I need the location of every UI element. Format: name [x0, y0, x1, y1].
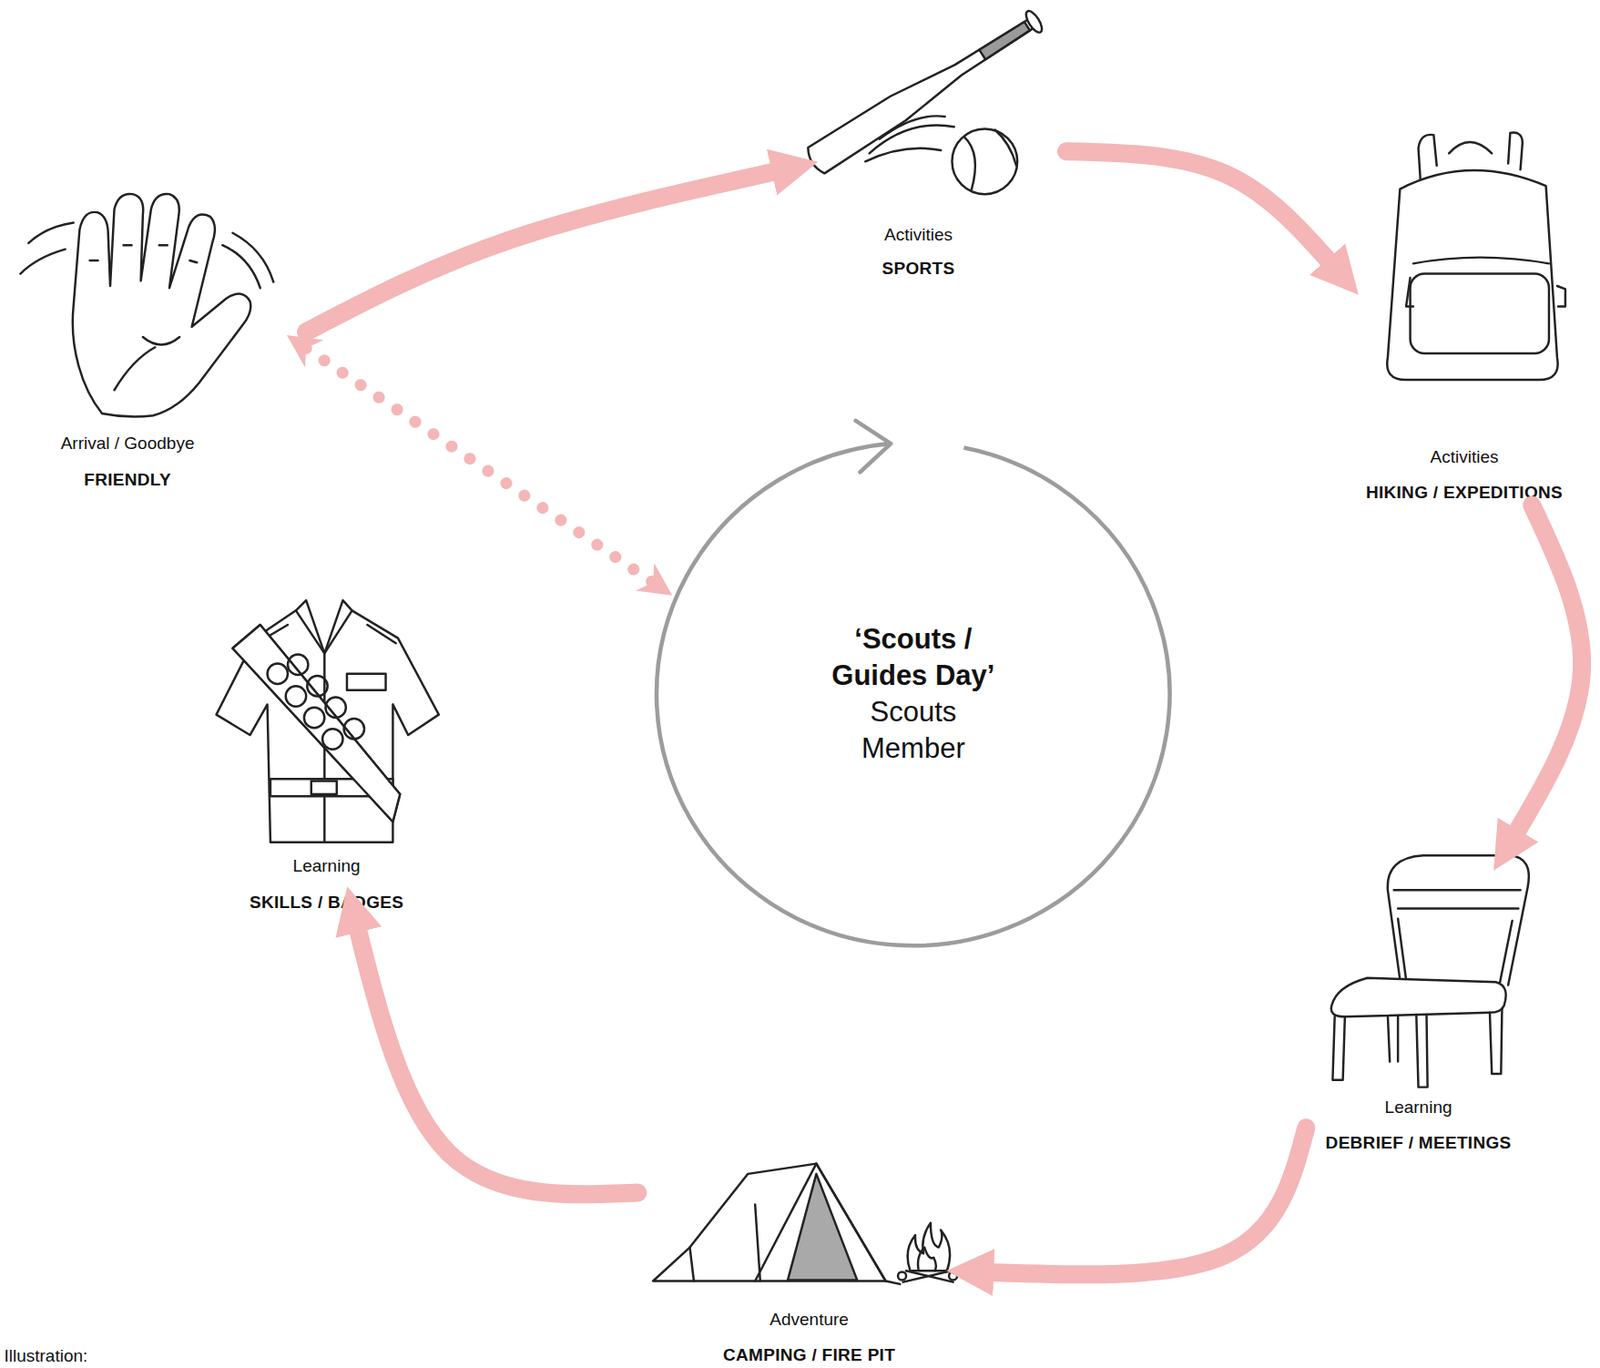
- scene-node: AdventureCAMPING / FIRE PIT: [637, 1158, 979, 1368]
- scene-node: LearningSKILLS / BADGES: [199, 591, 455, 919]
- stage-caption: SKILLS / BADGES: [144, 892, 510, 913]
- scene-node: ActivitiesSPORTS: [785, 0, 1067, 285]
- chair-illustration: [1331, 855, 1529, 1087]
- hub-circle: ‘Scouts / Guides Day’Scouts Member: [652, 438, 1173, 949]
- stage-caption: HIKING / EXPEDITIONS: [1282, 482, 1600, 503]
- ball-illustration: [865, 115, 1018, 194]
- backpack-illustration: [1386, 132, 1566, 380]
- flow-arrow: [1066, 151, 1337, 270]
- scene-node: Arrival / GoodbyeFRIENDLY: [10, 178, 306, 495]
- scene-node: ActivitiesHIKING / EXPEDITIONS: [1336, 127, 1592, 506]
- category-caption: Arrival / Goodbye: [0, 433, 310, 454]
- tent-illustration: [652, 1163, 900, 1285]
- category-caption: Activities: [1282, 447, 1600, 468]
- flow-arrow: [355, 917, 638, 1194]
- cycle-ring: [652, 438, 1173, 949]
- category-caption: Learning: [144, 856, 510, 877]
- category-caption: Learning: [1236, 1097, 1600, 1118]
- bat-illustration: [804, 6, 1047, 176]
- hub-title: ‘Scouts / Guides Day’: [822, 621, 1005, 694]
- stage-caption: DEBRIEF / MEETINGS: [1236, 1132, 1600, 1153]
- note-label: Illustration:: [3, 1345, 88, 1366]
- stage-caption: FRIENDLY: [0, 469, 310, 490]
- hand-illustration: [20, 193, 274, 418]
- stage-caption: SPORTS: [735, 258, 1101, 279]
- flow-arrow: [305, 169, 786, 333]
- category-caption: Activities: [735, 224, 1101, 245]
- stage-caption: CAMPING / FIRE PIT: [627, 1345, 992, 1366]
- hub-subtitle: Scouts Member: [822, 693, 1005, 767]
- fire-illustration: [897, 1222, 958, 1283]
- cycle-arrowhead: [856, 420, 892, 472]
- cycle-arc: [656, 443, 1170, 946]
- scene-node: LearningDEBRIEF / MEETINGS: [1305, 841, 1561, 1158]
- flow-arrow: [1510, 505, 1582, 843]
- hub-text-group: ‘Scouts / Guides Day’Scouts Member: [652, 438, 1173, 949]
- dotted-arrow: [305, 347, 653, 582]
- shirt-illustration: [216, 600, 439, 843]
- category-caption: Adventure: [627, 1309, 992, 1330]
- flow-arrow: [979, 1127, 1307, 1274]
